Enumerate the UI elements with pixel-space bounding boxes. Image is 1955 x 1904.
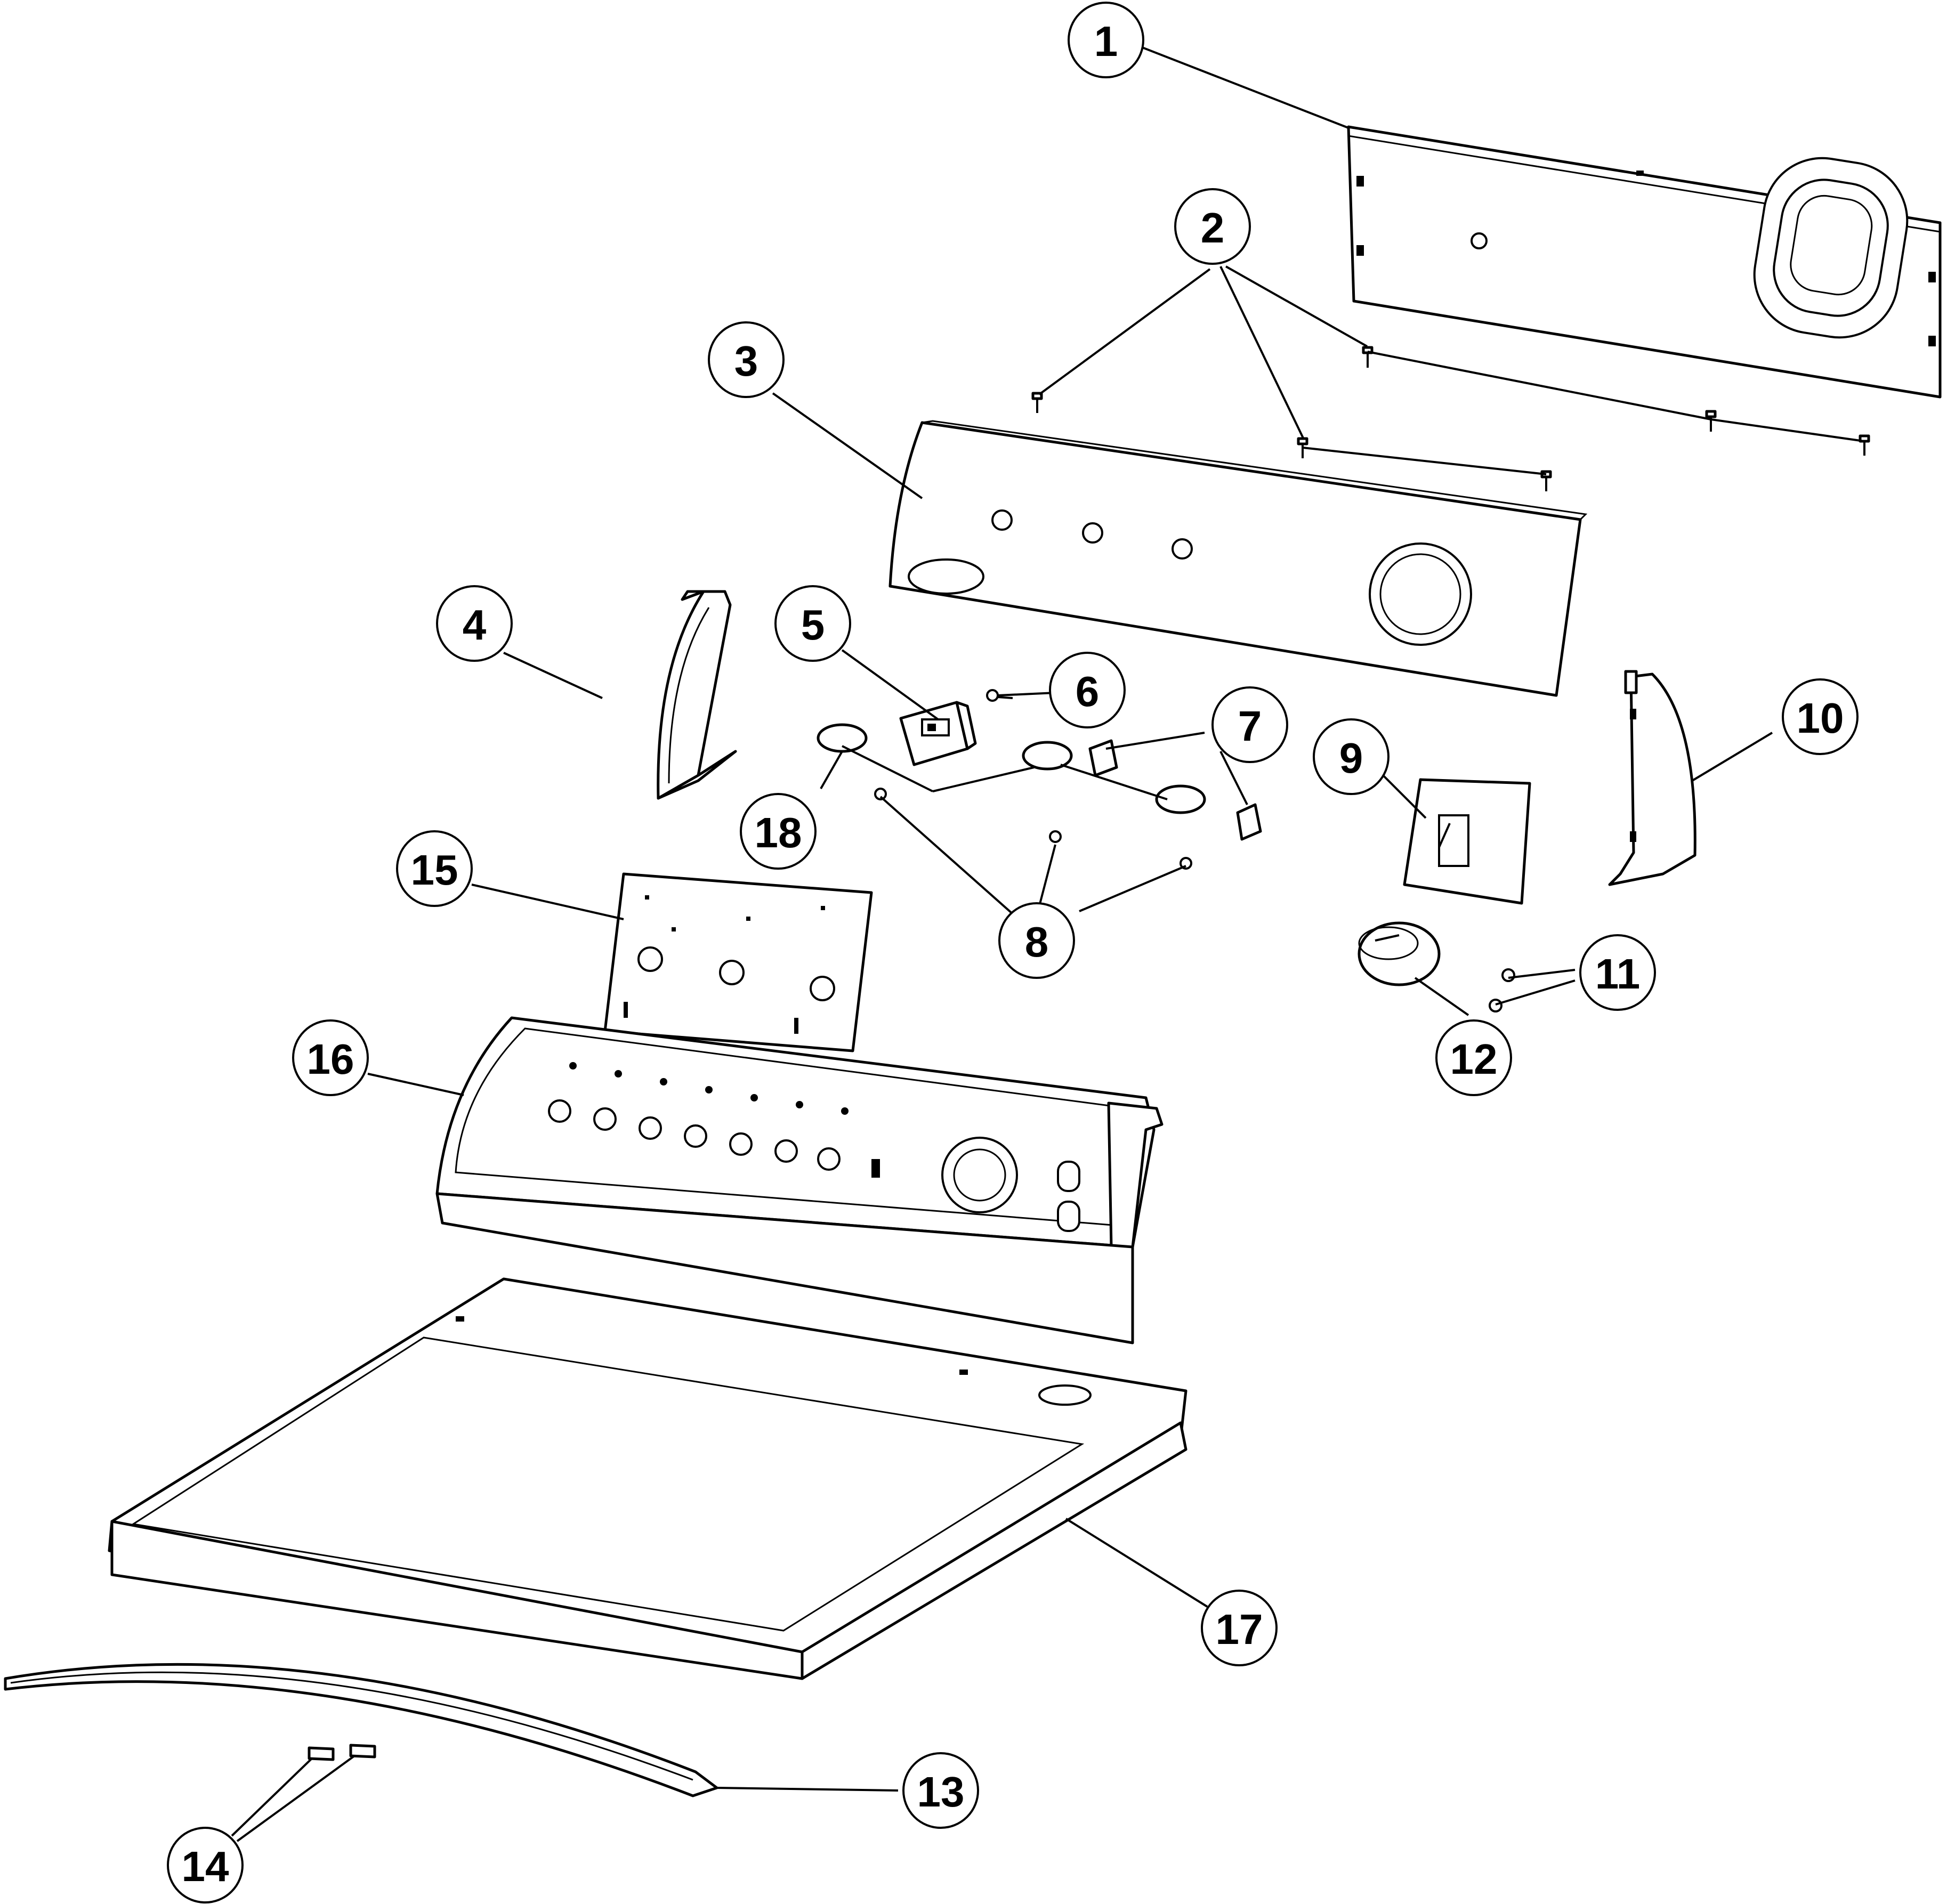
svg-text:4: 4 [463, 601, 487, 649]
part-8-nuts [874, 788, 1192, 870]
part-2-screws [1031, 346, 1870, 491]
svg-text:16: 16 [307, 1035, 354, 1083]
part-4-left-end-cap [657, 590, 737, 800]
part-6-screw [986, 689, 1013, 702]
screw [1031, 392, 1043, 413]
callout-9: 9 [1313, 718, 1389, 795]
callout-7: 7 [1211, 686, 1288, 763]
part-18-knobs [817, 723, 1206, 814]
callout-1: 1 [1068, 2, 1144, 78]
svg-text:17: 17 [1216, 1606, 1263, 1653]
callout-10: 10 [1782, 678, 1859, 755]
svg-text:9: 9 [1339, 734, 1363, 782]
leader-lines [231, 42, 1773, 1842]
part-14-clips [308, 1744, 376, 1761]
callout-3: 3 [708, 321, 785, 398]
part-12-dial-knob [1358, 921, 1441, 986]
svg-text:11: 11 [1595, 950, 1641, 998]
part-1-rear-panel [1347, 125, 1942, 399]
screw [1297, 437, 1308, 458]
screw [1859, 434, 1870, 456]
callout-6: 6 [1049, 652, 1126, 728]
callout-13: 13 [902, 1752, 979, 1829]
part-16-console [435, 1016, 1164, 1344]
part-17-top-panel [108, 1277, 1187, 1680]
svg-text:13: 13 [917, 1768, 965, 1816]
svg-text:3: 3 [734, 337, 758, 385]
screw [1705, 410, 1717, 432]
callout-11: 11 [1579, 934, 1656, 1011]
part-11-screws [1489, 968, 1515, 1012]
part-5-switch [899, 701, 977, 766]
svg-text:1: 1 [1094, 18, 1118, 65]
callout-15: 15 [396, 830, 473, 907]
svg-text:10: 10 [1797, 694, 1844, 742]
svg-text:12: 12 [1450, 1035, 1498, 1083]
callout-5: 5 [774, 585, 851, 662]
callout-17: 17 [1201, 1590, 1278, 1666]
part-10-right-end-cap [1608, 670, 1697, 886]
svg-text:15: 15 [411, 846, 458, 894]
svg-text:18: 18 [755, 809, 802, 856]
svg-text:6: 6 [1076, 668, 1100, 715]
callout-4: 4 [436, 585, 513, 662]
svg-text:7: 7 [1238, 702, 1262, 750]
svg-text:8: 8 [1025, 918, 1049, 966]
callout-2: 2 [1174, 188, 1251, 265]
svg-text:2: 2 [1201, 204, 1225, 252]
part-9-timer [1403, 778, 1531, 905]
callout-16: 16 [292, 1019, 369, 1096]
callout-18: 18 [740, 793, 817, 870]
part-7-buttons [1088, 739, 1262, 841]
callout-8: 8 [998, 902, 1075, 979]
part-3-control-cover [888, 420, 1588, 697]
svg-text:14: 14 [182, 1843, 229, 1890]
screw [1362, 346, 1374, 368]
part-15-circuit-board [603, 872, 873, 1052]
callout-14: 14 [167, 1827, 244, 1903]
part-13-trim-strip [4, 1663, 718, 1797]
svg-text:5: 5 [801, 601, 825, 649]
callout-12: 12 [1435, 1019, 1512, 1096]
